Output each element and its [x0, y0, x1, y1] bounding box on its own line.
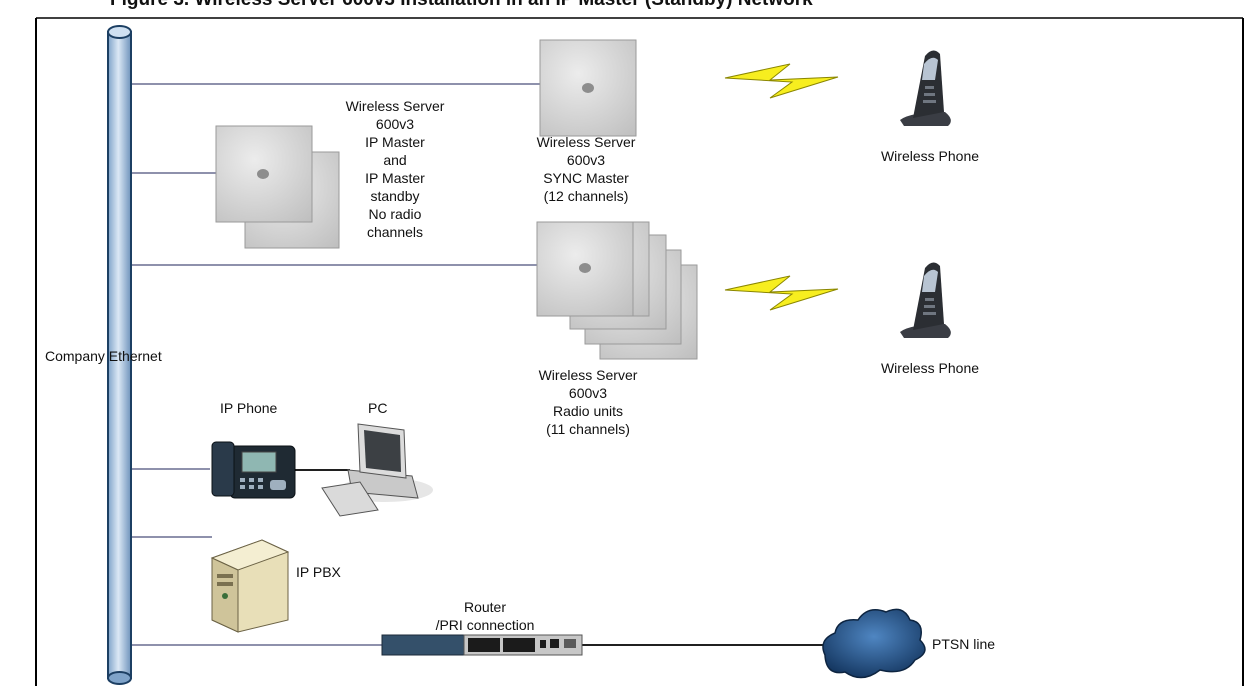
radio-units-server-icon	[536, 221, 698, 360]
wireless-phone-icon-1	[900, 50, 951, 126]
ip-master-label-line: Wireless Server	[345, 98, 445, 114]
ip-master-label-line: No radio	[368, 206, 422, 222]
router-label-line: /PRI connection	[435, 617, 535, 633]
radio-units-label: Wireless Server 600v3 Radio units (11 ch…	[518, 366, 658, 438]
router-label: Router /PRI connection	[415, 598, 555, 634]
network-lines	[131, 83, 540, 646]
wireless-phone-label-1: Wireless Phone	[880, 148, 980, 164]
sync-master-label-line: SYNC Master	[543, 170, 629, 186]
radio-units-label-line: (11 channels)	[546, 421, 630, 437]
backbone-label: Company Ethernet	[45, 348, 162, 364]
ip-master-label-line: standby	[370, 188, 420, 204]
sync-master-label: Wireless Server 600v3 SYNC Master (12 ch…	[516, 133, 656, 205]
ip-phone-icon	[211, 441, 296, 499]
pc-icon	[321, 423, 433, 517]
radio-units-label-line: 600v3	[568, 385, 608, 401]
ethernet-backbone	[107, 25, 132, 685]
pc-label: PC	[368, 400, 388, 416]
ip-master-label: Wireless Server 600v3 IP Master and IP M…	[325, 97, 465, 241]
radio-units-label-line: Radio units	[552, 403, 624, 419]
wireless-link-bolt-1	[724, 63, 839, 99]
ip-master-server-icon	[215, 125, 340, 249]
sync-master-label-line: Wireless Server	[536, 134, 636, 150]
ip-master-label-line: and	[383, 152, 407, 168]
sync-master-label-line: 600v3	[566, 152, 606, 168]
sync-master-server-icon	[539, 39, 637, 137]
diagram-title: Figure 3. Wireless Server 600v3 Installa…	[110, 0, 813, 11]
wireless-link-bolt-2	[724, 275, 839, 311]
ip-phone-label: IP Phone	[220, 400, 278, 416]
router-icon	[381, 634, 583, 656]
ip-master-label-line: 600v3	[375, 116, 415, 132]
ip-master-label-line: channels	[366, 224, 424, 240]
radio-units-label-line: Wireless Server	[538, 367, 638, 383]
wireless-phone-icon-2	[900, 262, 951, 338]
ip-master-label-line: IP Master	[365, 170, 425, 186]
ip-pbx-server-icon	[210, 539, 290, 633]
ptsn-label: PTSN line	[932, 636, 996, 652]
wireless-phone-label-2: Wireless Phone	[880, 360, 980, 376]
router-label-line: Router	[463, 599, 507, 615]
ip-pbx-label: IP PBX	[296, 564, 341, 580]
ip-master-label-line: IP Master	[365, 134, 425, 150]
ptsn-cloud-icon	[822, 608, 926, 679]
sync-master-label-line: (12 channels)	[543, 188, 629, 204]
